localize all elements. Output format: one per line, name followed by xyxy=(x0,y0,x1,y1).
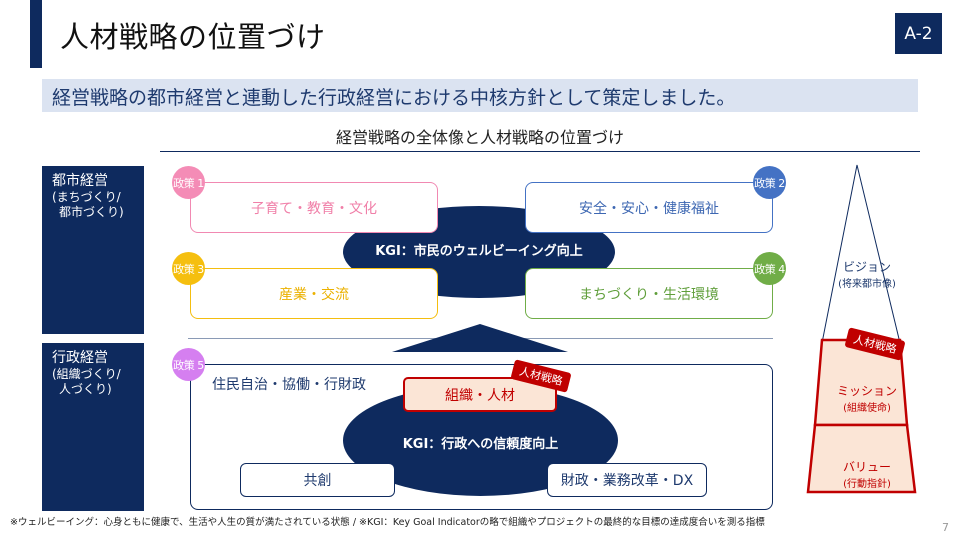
finance-dx-box: 財政・業務改革・DX xyxy=(547,463,707,497)
section-city-management: 都市経営 (まちづくり/ 都市づくり) xyxy=(42,166,144,334)
diagram-title-rule xyxy=(160,151,920,152)
vision-sub: (将来都市像) xyxy=(838,279,896,290)
vision-label: ビジョン (将来都市像) xyxy=(812,258,922,290)
policy-badge-1: 政策 1 xyxy=(172,166,205,199)
policy-box-3: 産業・交流 xyxy=(190,268,438,319)
vision-pyramid xyxy=(806,164,917,494)
policy-badge-4: 政策 4 xyxy=(753,252,786,285)
arrow-up-icon xyxy=(392,324,568,352)
policy-box-1: 子育て・教育・文化 xyxy=(190,182,438,233)
page-code-badge: A-2 xyxy=(895,13,942,54)
section-main-label: 都市経営 xyxy=(52,173,108,189)
value-sub: (行動指針) xyxy=(843,479,891,490)
co-creation-box: 共創 xyxy=(240,463,395,497)
value-main: バリュー xyxy=(842,460,891,474)
mission-label: ミッション (組織使命) xyxy=(812,382,922,414)
footnote: ※ウェルビーイング：心身ともに健康で、生活や人生の質が満たされている状態 / ※… xyxy=(10,517,765,528)
policy-badge-3: 政策 3 xyxy=(172,252,205,285)
section-sub-label: 人づくり) xyxy=(59,382,112,396)
section-sub-label: (まちづくり/ xyxy=(52,190,121,204)
policy-badge-5: 政策 5 xyxy=(172,348,205,381)
value-label: バリュー (行動指針) xyxy=(812,458,922,490)
policy-5-label: 住民自治・協働・行財政 xyxy=(212,377,366,393)
diagram-title: 経営戦略の全体像と人材戦略の位置づけ xyxy=(335,128,624,147)
mission-main: ミッション xyxy=(836,384,897,398)
section-main-label: 行政経営 xyxy=(52,350,108,366)
subtitle: 経営戦略の都市経営と連動した行政経営における中核方針として策定しました。 xyxy=(52,87,736,109)
policy-box-2: 安全・安心・健康福祉 xyxy=(525,182,773,233)
section-sub-label: 都市づくり) xyxy=(59,205,124,219)
mission-sub: (組織使命) xyxy=(843,403,891,414)
kgi-admin-label: KGI：行政への信頼度向上 xyxy=(402,437,559,452)
page-number: 7 xyxy=(942,521,949,534)
section-admin-management: 行政経営 (組織づくり/ 人づくり) xyxy=(42,343,144,511)
vision-main: ビジョン xyxy=(842,260,891,274)
section-sub-label: (組織づくり/ xyxy=(52,367,121,381)
subtitle-band xyxy=(42,79,918,112)
policy-badge-2: 政策 2 xyxy=(753,166,786,199)
kgi-city-label: KGI：市民のウェルビーイング向上 xyxy=(375,244,583,259)
page-title: 人材戦略の位置づけ xyxy=(60,20,326,54)
policy-box-4: まちづくり・生活環境 xyxy=(525,268,773,319)
title-accent-bar xyxy=(30,0,42,68)
